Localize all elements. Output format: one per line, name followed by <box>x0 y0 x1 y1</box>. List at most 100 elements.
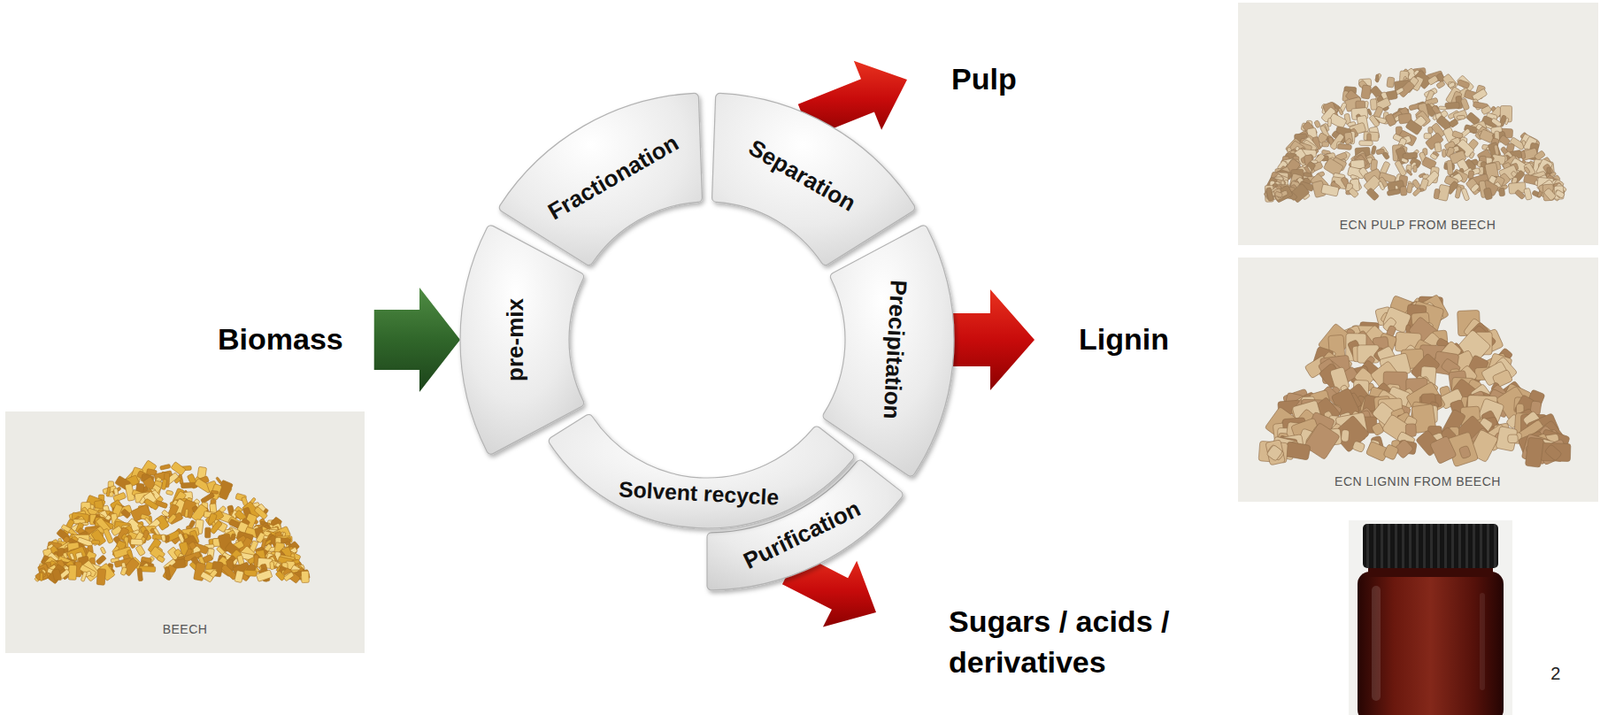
segment-outline <box>499 92 702 265</box>
chip <box>1413 165 1418 173</box>
chip <box>300 570 309 583</box>
chip <box>1520 147 1539 162</box>
photo-ground <box>1238 257 1599 502</box>
chip <box>1495 426 1518 453</box>
jar-photo <box>1348 520 1513 715</box>
chip <box>39 572 44 581</box>
chip <box>35 570 47 581</box>
chip <box>95 554 107 566</box>
chip <box>1493 144 1500 155</box>
glass-highlight <box>1479 592 1485 691</box>
chip <box>1266 444 1284 462</box>
chip <box>52 569 62 582</box>
chip <box>255 569 273 583</box>
chip <box>1359 140 1373 147</box>
chip <box>221 563 238 580</box>
chip <box>137 568 144 582</box>
chip <box>79 564 97 577</box>
chip <box>80 571 87 583</box>
chip <box>1554 189 1565 199</box>
chip <box>1267 444 1285 462</box>
chip <box>1504 117 1509 125</box>
chip <box>1366 187 1380 201</box>
chip <box>1370 422 1385 436</box>
chip <box>1469 151 1476 159</box>
chip <box>1406 183 1413 194</box>
chip <box>1370 145 1377 154</box>
chip <box>120 566 128 576</box>
chip <box>1374 72 1382 82</box>
jar-lid <box>1362 523 1499 569</box>
chip <box>130 538 144 546</box>
output-label: Sugars / acids / derivatives <box>876 601 1215 684</box>
chip <box>1544 444 1562 462</box>
chip <box>1400 157 1409 164</box>
segment-outline <box>823 225 954 477</box>
chip <box>1273 188 1284 201</box>
chip <box>156 554 166 563</box>
chip <box>1524 437 1544 468</box>
chip <box>1427 75 1439 85</box>
chip <box>1327 117 1332 127</box>
chip <box>1386 188 1401 196</box>
output-label: Pulp <box>907 59 1017 100</box>
chip <box>1446 160 1454 176</box>
flow-label: Biomass <box>217 319 344 361</box>
segment-outline <box>548 415 854 529</box>
chip <box>1456 79 1470 90</box>
chip <box>184 508 190 518</box>
chip <box>100 546 107 555</box>
chip <box>283 568 301 585</box>
chip <box>1338 107 1344 116</box>
chip <box>1369 115 1381 128</box>
photo-ground <box>1238 2 1599 246</box>
output-label: Lignin <box>1034 319 1170 361</box>
chip <box>1540 442 1571 462</box>
wood-chip-pile <box>34 460 311 585</box>
chip <box>1347 187 1359 199</box>
chip <box>1434 142 1442 153</box>
chip <box>230 533 236 541</box>
chip <box>1383 444 1400 461</box>
chip <box>135 545 146 557</box>
segment-label: pre-mix <box>503 298 531 382</box>
chip <box>1394 160 1408 177</box>
chip <box>165 535 170 543</box>
glass-highlight <box>1371 585 1381 701</box>
flow-label: Sugars / acids / derivatives <box>948 601 1215 684</box>
chip <box>165 490 173 496</box>
chip <box>96 569 106 586</box>
chip <box>1483 187 1493 200</box>
input-label: Biomass <box>217 319 375 361</box>
chip <box>91 539 100 545</box>
chip <box>1382 151 1391 160</box>
chip <box>1386 76 1395 88</box>
chip <box>1340 429 1350 442</box>
chip <box>1454 185 1462 199</box>
chip <box>1338 143 1353 150</box>
chip <box>1531 190 1542 199</box>
chip <box>1322 141 1330 147</box>
chip <box>1448 118 1459 128</box>
chip <box>1369 99 1377 111</box>
chip <box>1361 84 1372 100</box>
chip <box>1469 183 1480 193</box>
segment-outline <box>460 225 585 454</box>
chip <box>174 476 182 485</box>
photo-caption: BEECH <box>162 622 208 637</box>
chip <box>1433 188 1440 200</box>
chip <box>1376 74 1379 83</box>
chip <box>1438 106 1447 110</box>
chip <box>1523 166 1531 175</box>
chip <box>1352 440 1366 454</box>
chip <box>113 492 127 502</box>
chip <box>1384 113 1397 127</box>
beech-photo <box>5 411 365 654</box>
chip <box>1265 439 1285 466</box>
chip <box>91 529 107 547</box>
chip <box>164 566 171 580</box>
chip <box>1523 187 1533 200</box>
chip <box>1345 138 1353 146</box>
